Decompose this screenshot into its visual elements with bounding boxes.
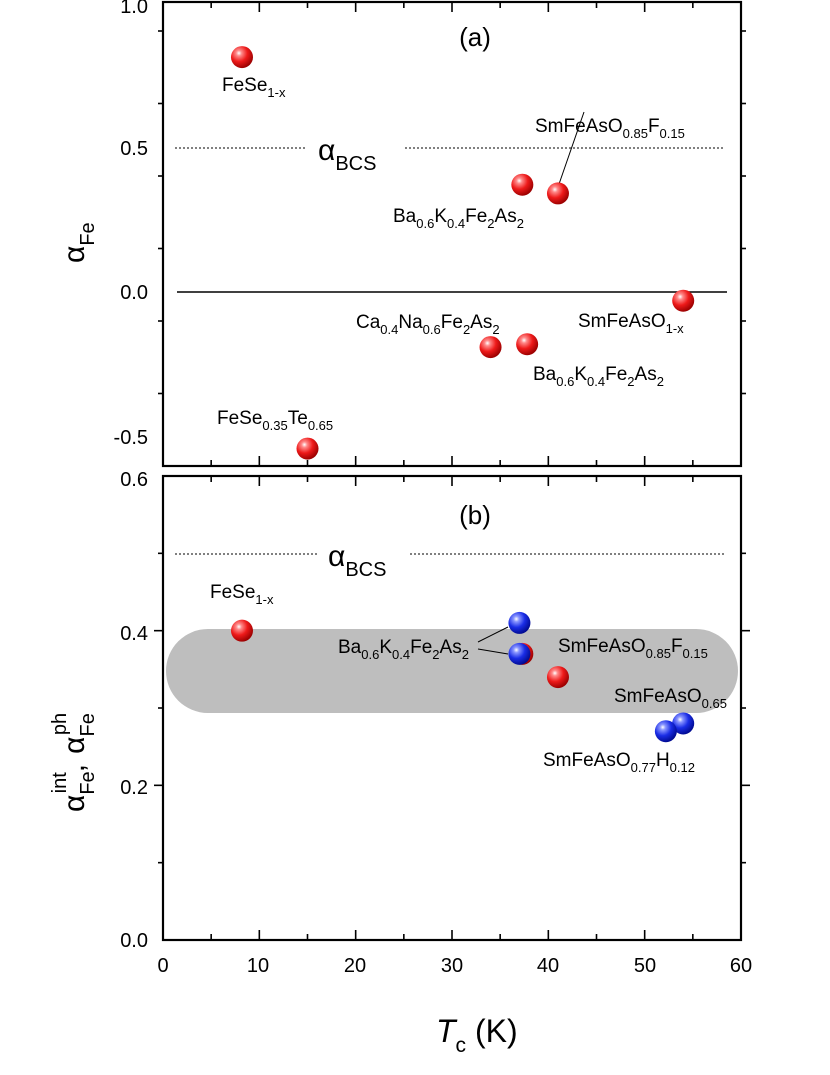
- x-tick-label: 50: [634, 955, 656, 977]
- y-tick-label-a: 1.0: [120, 0, 148, 18]
- panel-a-frame: [161, 0, 743, 468]
- point-label: SmFeAsO1-x: [578, 311, 684, 336]
- point-label: FeSe1-x: [210, 582, 274, 607]
- point-label: SmFeAsO0.77H0.12: [543, 750, 695, 775]
- x-tick-label: 10: [247, 955, 269, 977]
- point-label: SmFeAsO0.85F0.15: [558, 636, 708, 661]
- y-tick-label-b: 0.2: [120, 777, 148, 799]
- blue-data-point: [672, 712, 695, 735]
- y-tick-label-b: 0.0: [120, 930, 148, 952]
- point-label: Ba0.6K0.4Fe2As2: [393, 206, 524, 231]
- red-data-point: [516, 333, 539, 356]
- panel-b-points: [230, 611, 695, 743]
- panel-b: (b) 0.6 0.4 0.2 0.0 αBCS 0 10 20 30 40 5…: [49, 469, 752, 1057]
- alpha-bcs-label-a: αBCS: [318, 134, 376, 175]
- panel-a-points: [230, 46, 695, 460]
- alpha-bcs-label-b: αBCS: [328, 540, 386, 581]
- leader-line: [557, 111, 585, 188]
- panel-b-ticks: [154, 476, 750, 940]
- y-tick-label-a: -0.5: [114, 427, 148, 449]
- panel-a-label: (a): [459, 22, 491, 52]
- y-tick-label-a: 0.5: [120, 138, 148, 160]
- leader-line: [477, 626, 509, 643]
- red-data-point: [511, 173, 534, 196]
- panel-a-ticks: [158, 2, 746, 466]
- point-label: Ba0.6K0.4Fe2As2: [338, 637, 469, 662]
- point-label: SmFeAsO0.65: [614, 686, 727, 711]
- red-data-point: [672, 289, 695, 312]
- point-label: Ca0.4Na0.6Fe2As2: [356, 312, 500, 337]
- red-data-point: [230, 619, 253, 642]
- x-tick-label: 0: [157, 955, 168, 977]
- point-label: FeSe1-x: [222, 75, 286, 100]
- x-tick-label: 30: [441, 955, 463, 977]
- y-tick-label-a: 0.0: [120, 282, 148, 304]
- x-tick-label: 60: [730, 955, 752, 977]
- y-axis-title-b: αFeint,αFeph: [49, 713, 99, 812]
- red-data-point: [479, 336, 502, 359]
- blue-data-point: [508, 642, 531, 665]
- leader-line: [477, 648, 509, 655]
- red-data-point: [546, 182, 569, 205]
- red-data-point: [546, 666, 569, 689]
- x-tick-label: 40: [537, 955, 559, 977]
- y-tick-label-b: 0.4: [120, 623, 148, 645]
- panel-b-band: [166, 629, 738, 713]
- panel-b-label: (b): [459, 500, 491, 530]
- point-label: SmFeAsO0.85F0.15: [535, 116, 685, 141]
- y-axis-title-a: αFe: [58, 222, 99, 263]
- blue-data-point: [508, 611, 531, 634]
- x-tick-label: 20: [344, 955, 366, 977]
- point-label: FeSe0.35Te0.65: [217, 408, 333, 433]
- panel-a: (a) 1.0 0.5 0.0 -0.5 αBCS αFe: [58, 0, 743, 468]
- red-data-point: [230, 46, 253, 69]
- red-data-point: [296, 437, 319, 460]
- blue-data-point: [654, 720, 677, 743]
- y-tick-label-b: 0.6: [120, 469, 148, 491]
- point-label: Ba0.6K0.4Fe2As2: [533, 364, 664, 389]
- x-axis-title: Tc (K): [436, 1013, 518, 1057]
